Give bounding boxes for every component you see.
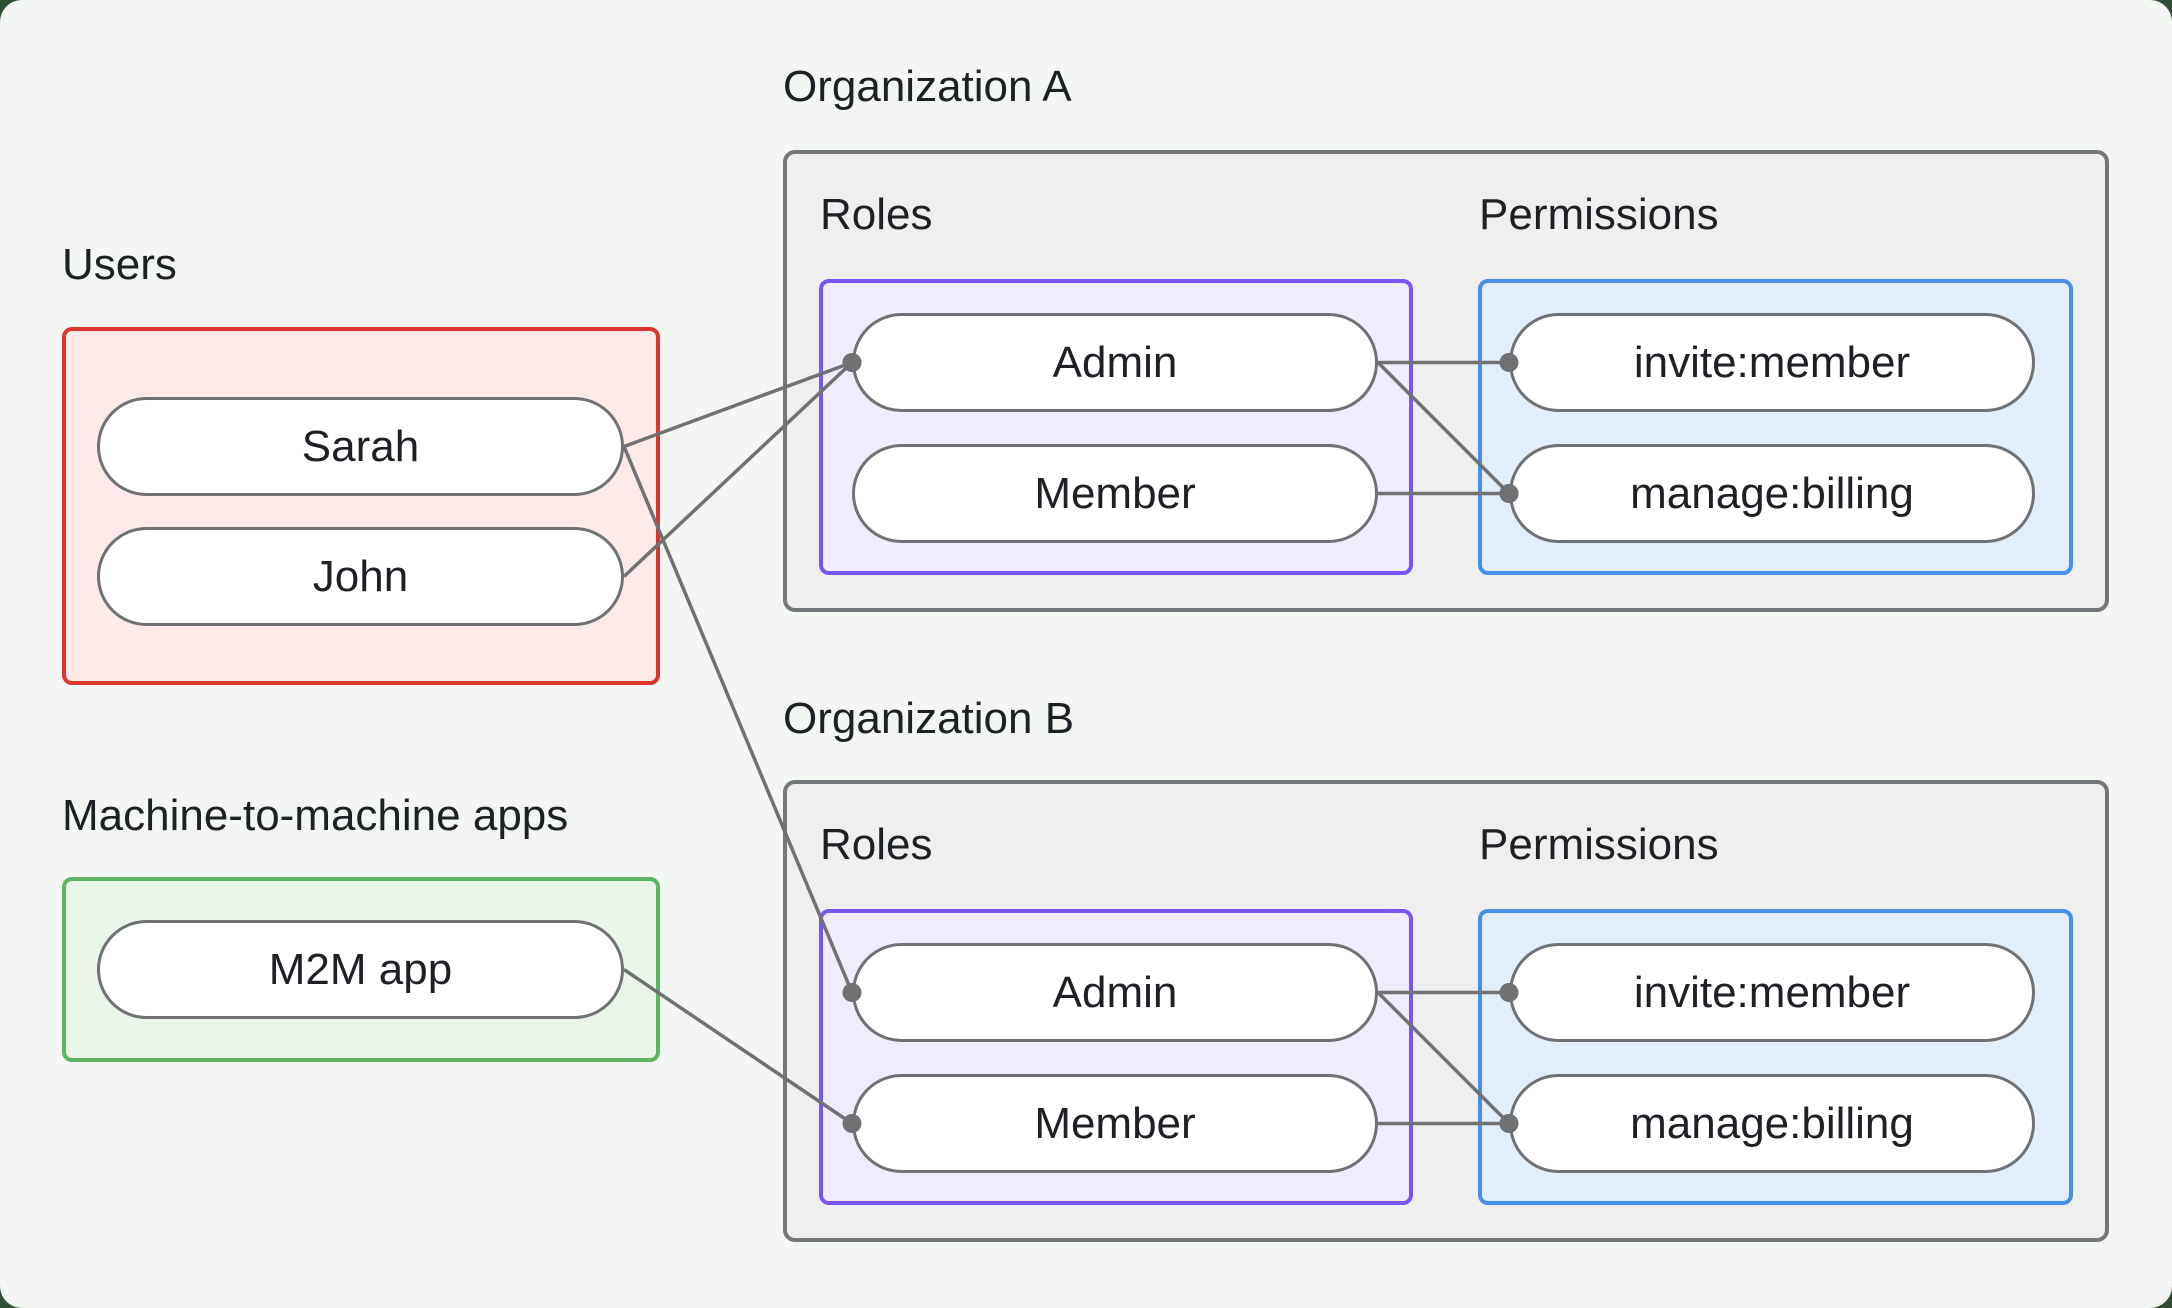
org-b-permissions-label: Permissions xyxy=(1479,820,1719,869)
orgb-perm-invite-member-label: invite:member xyxy=(1633,967,1911,1017)
org-a-permissions-label: Permissions xyxy=(1479,190,1719,239)
org-a-roles-label: Roles xyxy=(820,190,933,239)
orgb-perm-manage-billing-pill: manage:billing xyxy=(1509,1074,2035,1173)
orga-perm-manage-billing-pill: manage:billing xyxy=(1509,444,2035,543)
users-group-label: Users xyxy=(62,240,177,289)
orga-role-member-label: Member xyxy=(1034,468,1196,518)
orga-perm-manage-billing-label: manage:billing xyxy=(1630,468,1914,518)
m2m-group-label: Machine-to-machine apps xyxy=(62,791,569,840)
user-pill-john: John xyxy=(97,527,624,626)
orga-perm-invite-member-label: invite:member xyxy=(1633,337,1911,387)
orgb-perm-manage-billing-label: manage:billing xyxy=(1630,1098,1914,1148)
orgb-perm-invite-member-pill: invite:member xyxy=(1509,943,2035,1042)
user-pill-john-label: John xyxy=(312,551,409,601)
user-pill-sarah-label: Sarah xyxy=(301,421,420,471)
org-b-roles-label: Roles xyxy=(820,820,933,869)
orga-perm-invite-member-pill: invite:member xyxy=(1509,313,2035,412)
orga-role-member-pill: Member xyxy=(852,444,1378,543)
orga-role-admin-pill: Admin xyxy=(852,313,1378,412)
orgb-role-admin-pill: Admin xyxy=(852,943,1378,1042)
users-group-box xyxy=(62,327,660,685)
user-pill-sarah: Sarah xyxy=(97,397,624,496)
orgb-role-admin-label: Admin xyxy=(1052,967,1178,1017)
org-b-title: Organization B xyxy=(783,694,1075,743)
orgb-role-member-label: Member xyxy=(1034,1098,1196,1148)
orga-role-admin-label: Admin xyxy=(1052,337,1178,387)
m2m-app-pill: M2M app xyxy=(97,920,624,1019)
orgb-role-member-pill: Member xyxy=(852,1074,1378,1173)
org-a-title: Organization A xyxy=(783,62,1072,111)
m2m-app-pill-label: M2M app xyxy=(268,944,453,994)
